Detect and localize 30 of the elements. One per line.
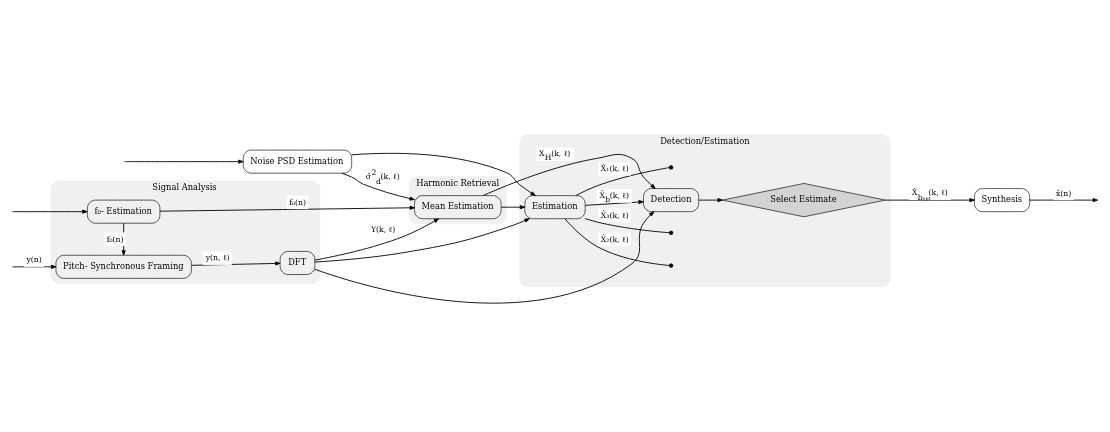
connector	[575, 166, 670, 196]
node-box: Estimation	[524, 194, 586, 219]
arrow	[314, 217, 530, 262]
node-box: Synthesis	[974, 187, 1030, 212]
arrow	[123, 159, 244, 164]
arrow	[698, 197, 723, 202]
node-circle	[668, 262, 674, 268]
arrow	[500, 204, 526, 209]
arrow	[314, 210, 655, 304]
arrow	[12, 264, 57, 269]
node-box: Detection	[643, 187, 699, 212]
connector	[584, 217, 670, 233]
node-box: DFT	[279, 250, 316, 275]
arrow	[584, 199, 644, 206]
node-box: Mean Estimation	[414, 194, 502, 219]
arrow	[314, 217, 440, 261]
arrow	[1029, 197, 1099, 202]
arrow	[121, 222, 126, 256]
node-circle	[668, 230, 674, 235]
arrow	[12, 209, 88, 214]
arrow	[482, 153, 656, 196]
node-box: Pitch- Synchronous Framing	[55, 254, 192, 279]
node-box: Noise PSD Estimation	[242, 149, 352, 173]
arrow	[159, 205, 415, 212]
connector	[564, 217, 670, 266]
node-box: f₀- Estimation	[87, 199, 161, 224]
arrow	[885, 197, 975, 202]
node-circle	[668, 164, 674, 170]
arrow	[351, 152, 536, 196]
node-diamond: Select Estimate	[722, 182, 886, 217]
